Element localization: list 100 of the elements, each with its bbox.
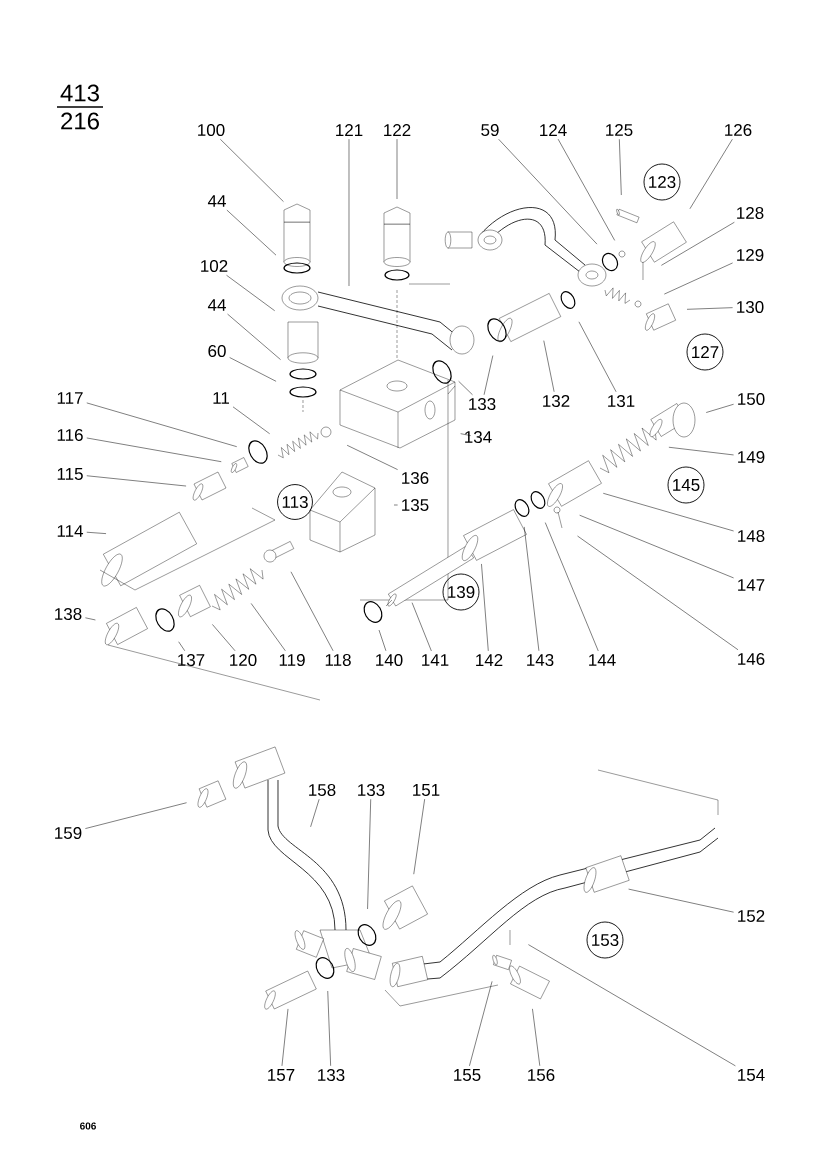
callout-number: 135 — [402, 499, 429, 512]
leader-line — [483, 355, 494, 396]
leader-line — [86, 437, 222, 462]
leader-line — [178, 641, 185, 652]
circled-number: 113 — [277, 484, 313, 520]
leader-line — [378, 629, 387, 652]
leader-line — [226, 275, 275, 311]
leader-line — [628, 888, 734, 913]
leader-line — [545, 522, 599, 652]
circled-number: 153 — [586, 921, 624, 959]
leader-line — [661, 221, 735, 266]
callout-number: 117 — [57, 392, 83, 404]
callout-number: 115 — [57, 468, 83, 480]
callout-number: 114 — [57, 525, 84, 537]
callout-number: 156 — [528, 1069, 555, 1082]
callout-number: 151 — [413, 784, 440, 796]
callout-number: 152 — [738, 910, 765, 923]
callout-number: 147 — [738, 579, 765, 591]
leader-line — [85, 617, 96, 621]
leader-line — [413, 798, 425, 875]
leader-line — [458, 381, 473, 396]
leader-line — [85, 802, 187, 829]
leader-line — [578, 321, 617, 393]
callout-number: 119 — [279, 654, 305, 667]
callout-number: 59 — [481, 124, 499, 137]
callout-number: 141 — [422, 654, 449, 666]
leader-line — [603, 493, 734, 532]
leader-line — [86, 531, 107, 534]
leader-line — [686, 307, 733, 310]
leader-line — [532, 1008, 541, 1067]
page-number: 606 — [80, 1122, 96, 1130]
callout-number: 120 — [230, 654, 257, 667]
leader-line — [250, 603, 286, 652]
leader-line — [393, 504, 398, 506]
callout-number: 130 — [737, 301, 764, 314]
circled-number: 139 — [442, 573, 480, 611]
circled-number: 127 — [686, 333, 724, 371]
leader-line — [346, 445, 398, 470]
leader-line — [220, 138, 284, 202]
leader-line — [460, 433, 471, 436]
leader-line — [577, 535, 739, 651]
callout-number: 116 — [57, 429, 83, 442]
callout-number: 102 — [201, 260, 228, 273]
leader-line — [579, 514, 734, 579]
callout-number: 11 — [213, 392, 229, 404]
leader-line — [86, 475, 187, 487]
callout-number: 142 — [476, 654, 503, 666]
sheet-number: 216 — [61, 112, 99, 130]
callout-number: 158 — [309, 784, 336, 797]
leader-line — [705, 404, 734, 413]
circled-number: 123 — [643, 163, 681, 201]
leader-line — [327, 990, 331, 1067]
callout-number: 154 — [738, 1069, 765, 1081]
callout-number: 138 — [55, 608, 82, 621]
callout-number: 126 — [725, 124, 752, 137]
callout-number: 157 — [268, 1069, 295, 1081]
callout-number: 133 — [469, 398, 496, 411]
leader-line — [689, 138, 733, 210]
leader-line — [227, 313, 281, 360]
leader-line — [481, 563, 489, 652]
leader-line — [348, 138, 350, 287]
callout-number: 144 — [589, 654, 616, 666]
callout-number: 125 — [606, 124, 633, 137]
leader-line — [528, 944, 736, 1067]
leader-line — [229, 357, 277, 382]
leader-line — [469, 981, 493, 1067]
callout-number: 121 — [336, 124, 363, 136]
leader-line — [290, 571, 334, 652]
callout-number: 44 — [207, 195, 226, 207]
callout-number: 133 — [358, 784, 385, 797]
leader-line — [411, 602, 432, 652]
leader-line — [557, 138, 615, 241]
callout-number: 129 — [737, 249, 764, 262]
leader-line — [281, 1008, 289, 1067]
leader-line — [664, 262, 733, 295]
leader-line — [367, 798, 371, 910]
sheet-number: 413 — [60, 84, 99, 102]
leader-line — [396, 138, 398, 200]
callout-number: 136 — [402, 472, 429, 485]
callout-number: 132 — [543, 395, 570, 408]
callout-number: 100 — [198, 124, 225, 137]
callout-number: 124 — [540, 124, 567, 136]
callout-number: 60 — [208, 345, 226, 358]
callout-number: 134 — [465, 431, 492, 444]
leader-line — [498, 138, 598, 245]
callout-number: 44 — [207, 299, 226, 311]
callout-number: 131 — [608, 395, 635, 408]
callout-number: 150 — [738, 393, 765, 406]
callout-number: 140 — [376, 654, 403, 667]
callout-number: 159 — [55, 827, 82, 840]
callout-number: 148 — [738, 530, 765, 543]
leader-line — [226, 209, 277, 256]
leader-line — [310, 798, 320, 828]
callout-number: 118 — [325, 654, 351, 667]
callout-number: 133 — [318, 1069, 345, 1082]
leader-line — [543, 340, 555, 393]
callout-number: 146 — [738, 653, 765, 666]
leader-line — [668, 447, 734, 456]
callout-number: 149 — [738, 451, 765, 464]
callout-number: 143 — [527, 654, 554, 667]
